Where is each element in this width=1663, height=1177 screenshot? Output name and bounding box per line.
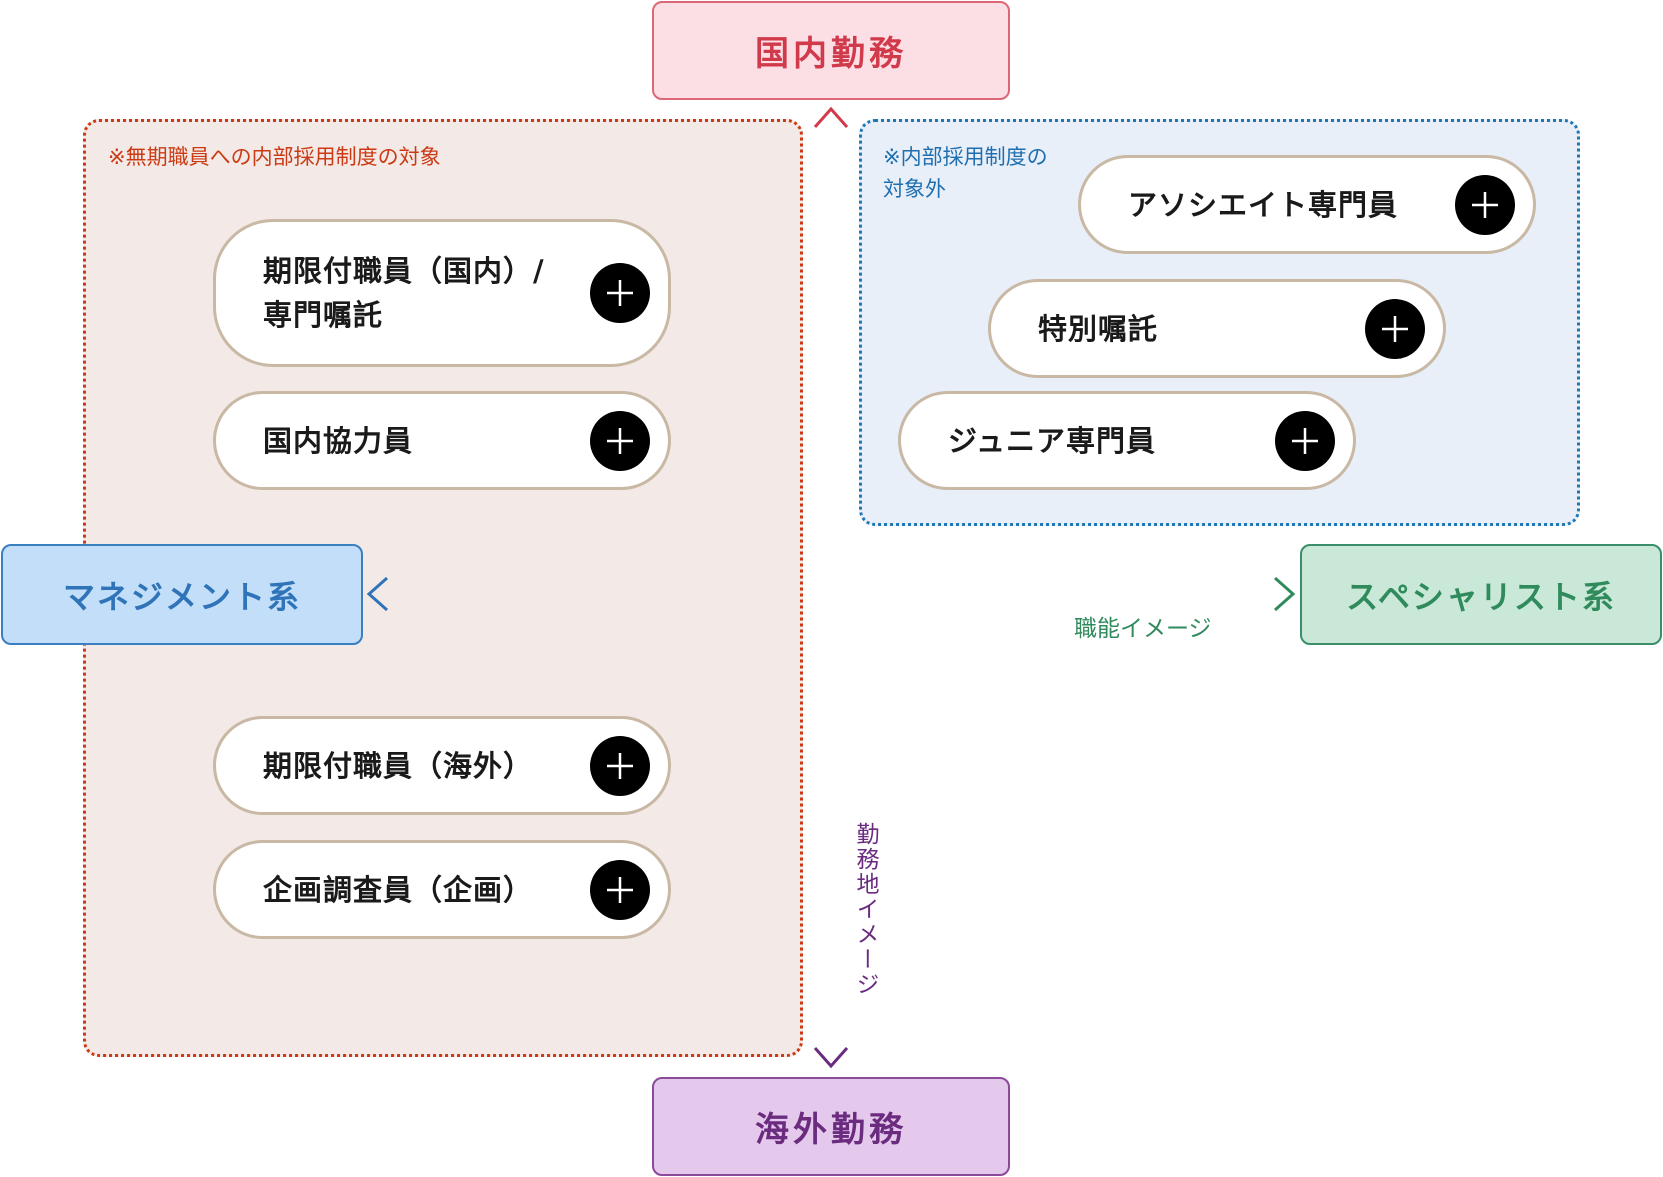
role-label: 企画調査員（企画） [263,872,534,907]
role-label: ジュニア専門員 [948,423,1156,458]
role-label-line: 専門嘱託 [263,298,384,332]
internal-recruitment-note: ※無期職員への内部採用制度の対象 [108,145,441,169]
plus-icon[interactable] [1275,410,1335,471]
plus-icon[interactable] [590,735,650,796]
overseas-work-label: 海外勤務 [652,1077,1010,1176]
role-label: 国内協力員 [263,423,414,458]
role-card-fixed-term-overseas[interactable]: 期限付職員（海外） [213,716,671,815]
role-card-associate-specialist[interactable]: アソシエイト専門員 [1078,155,1536,254]
location-axis-label: 勤務地イメージ [852,822,878,997]
plus-icon[interactable] [590,263,650,323]
role-card-domestic-cooperator[interactable]: 国内協力員 [213,391,671,490]
plus-icon[interactable] [590,859,650,920]
vertical-axis [813,106,849,1069]
role-card-special-contract[interactable]: 特別嘱託 [988,279,1446,378]
role-label: アソシエイト専門員 [1128,187,1399,222]
management-track-label: マネジメント系 [1,544,363,645]
plus-icon[interactable] [1365,298,1425,359]
function-axis-label: 職能イメージ [1074,616,1212,642]
role-card-planning-researcher[interactable]: 企画調査員（企画） [213,840,671,939]
role-label: 特別嘱託 [1038,311,1159,346]
plus-icon[interactable] [590,410,650,471]
domestic-work-label: 国内勤務 [652,1,1010,100]
role-label: 期限付職員（国内）/ 専門嘱託 [263,249,590,337]
non-internal-recruitment-note: ※内部採用制度の 対象外 [883,141,1048,205]
plus-icon[interactable] [1455,174,1515,235]
role-card-fixed-term-domestic[interactable]: 期限付職員（国内）/ 専門嘱託 [213,219,671,367]
role-card-junior-specialist[interactable]: ジュニア専門員 [898,391,1356,490]
note-line: 対象外 [883,177,946,201]
note-line: ※内部採用制度の [883,145,1048,169]
specialist-track-label: スペシャリスト系 [1300,544,1662,645]
role-label-line: 期限付職員（国内）/ [263,254,545,288]
horizontal-axis [366,576,1296,612]
role-label: 期限付職員（海外） [263,748,534,783]
